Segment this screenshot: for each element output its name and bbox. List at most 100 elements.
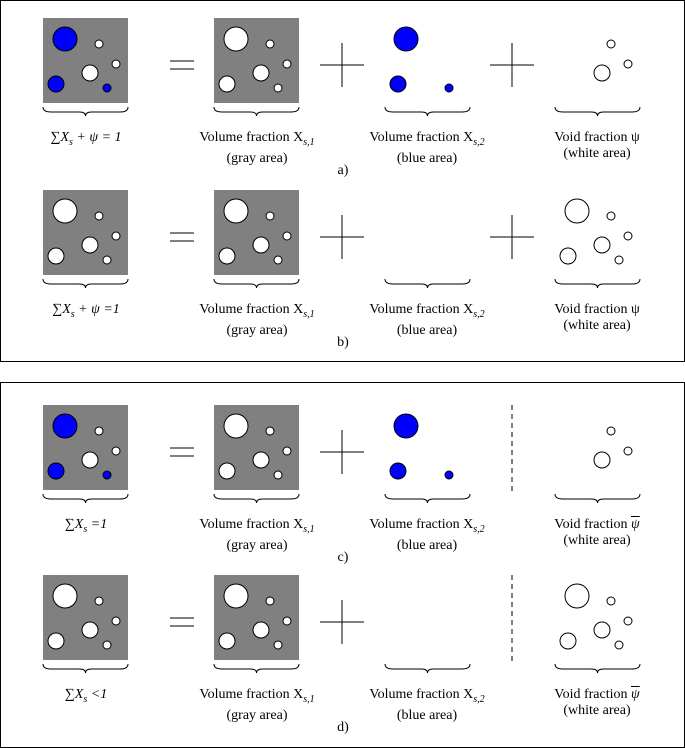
label-line1: Volume fraction Xs,1: [199, 517, 315, 535]
base-white-small-b: [102, 255, 112, 265]
blue-small-c: [444, 470, 454, 480]
label-3-d: Void fraction ψ(white area): [554, 687, 639, 719]
label-line2: (gray area): [226, 537, 288, 553]
void-large-b: [564, 198, 590, 224]
label-subscript: s,2: [473, 523, 485, 535]
label-line2: (white area): [563, 146, 631, 161]
panel-tag-d: d): [337, 720, 349, 735]
mid-pore-b-b: [252, 236, 270, 254]
base-pore-a-b: [94, 211, 104, 221]
mid-pore-medium-b: [218, 247, 236, 265]
mid-pore-small-a: [273, 83, 283, 93]
label-1-a: Volume fraction Xs,1(gray area): [199, 130, 314, 167]
mid-pore-small-c: [273, 470, 283, 480]
blue-medium-c: [389, 462, 407, 480]
blue-small-a: [444, 83, 454, 93]
label-line2: (blue area): [396, 322, 458, 338]
equation-rest: + ψ = 1: [72, 130, 122, 145]
equation-sum: ∑X: [64, 517, 84, 532]
mid-pore-b-c: [252, 451, 270, 469]
label-line1: Volume fraction Xs,2: [369, 687, 485, 705]
panel-tag-c: c): [337, 550, 349, 565]
equation-subscript: s: [83, 523, 88, 535]
equation-d: ∑Xs <1: [65, 687, 107, 705]
label-1-d: Volume fraction Xs,1(gray area): [199, 687, 314, 724]
base-pore-c-c: [111, 446, 121, 456]
void-small-b: [614, 255, 624, 265]
equation-c: ∑Xs =1: [65, 517, 107, 535]
mid-pore-a-a: [265, 39, 275, 49]
void-pore-a-b: [606, 211, 616, 221]
label-line2: (blue area): [396, 707, 458, 723]
label-line1: Volume fraction Xs,1: [199, 130, 315, 148]
equation-b: ∑Xs + ψ =1: [52, 302, 120, 320]
mid-pore-small-d: [273, 640, 283, 650]
void-pore-b-d: [593, 621, 611, 639]
mid-pore-c-d: [282, 616, 292, 626]
equation-subscript: s: [83, 693, 88, 705]
label-subscript: s,1: [303, 523, 315, 535]
label-subscript: s,2: [473, 693, 485, 705]
base-pore-b-b: [81, 236, 99, 254]
base-pore-c-d: [111, 616, 121, 626]
mid-pore-medium-d: [218, 632, 236, 650]
brace-blue-b: [384, 278, 471, 289]
label-3-b: Void fraction ψ(white area): [554, 302, 640, 334]
label-line1: Volume fraction Xs,2: [369, 130, 485, 148]
equation-sum: ∑X: [64, 687, 84, 702]
void-pore-b-c: [593, 451, 611, 469]
label-2-a: Volume fraction Xs,2 (blue area): [369, 130, 484, 167]
brace-mid-a: [213, 106, 300, 117]
void-pore-c-b: [623, 231, 633, 241]
label-3-c: Void fraction ψ(white area): [554, 517, 639, 549]
void-pore-c-a: [623, 59, 633, 69]
brace-base-b: [42, 278, 129, 289]
base-pore-b-d: [81, 621, 99, 639]
label-line2: (blue area): [396, 150, 458, 166]
base-blue-medium-a: [47, 75, 65, 93]
label-subscript: s,1: [303, 308, 315, 320]
void-pore-c-c: [623, 446, 633, 456]
base-white-large-b: [52, 198, 78, 224]
label-text: Void fraction: [554, 687, 632, 702]
label-line1: Void fraction ψ: [554, 302, 640, 317]
label-line2: (white area): [563, 533, 631, 548]
equation-subscript: s: [69, 136, 73, 148]
brace-mid-d: [213, 663, 300, 674]
brace-base-d: [42, 663, 129, 674]
base-white-medium-b: [47, 247, 65, 265]
brace-void-a: [554, 106, 641, 117]
label-line2: (blue area): [396, 537, 458, 553]
blue-medium-a: [389, 75, 407, 93]
blue-large-c: [393, 413, 419, 439]
label-text: Void fraction: [554, 517, 632, 532]
label-line1: Void fraction ψ: [554, 130, 640, 145]
base-blue-large-a: [52, 26, 78, 52]
equation-rest: + ψ =1: [74, 302, 120, 317]
label-line1: Volume fraction Xs,2: [369, 517, 485, 535]
brace-base-a: [42, 106, 129, 117]
equation-a: ∑Xs + ψ = 1: [50, 130, 121, 148]
label-line1: Volume fraction Xs,1: [199, 687, 315, 705]
label-subscript: s,2: [473, 136, 485, 148]
base-pore-b-c: [81, 451, 99, 469]
psi-bar-symbol: ψ: [631, 517, 640, 532]
base-blue-small-a: [102, 83, 112, 93]
equation-subscript: s: [70, 308, 75, 320]
mid-pore-b-d: [252, 621, 270, 639]
equation-rest: <1: [87, 687, 108, 702]
brace-void-b: [554, 278, 641, 289]
void-pore-a-c: [606, 426, 616, 436]
label-line2: (white area): [563, 703, 631, 718]
void-pore-a-d: [606, 596, 616, 606]
void-pore-b-a: [593, 64, 611, 82]
brace-base-c: [42, 493, 129, 504]
label-2-b: Volume fraction Xs,2(blue area): [369, 302, 484, 339]
void-pore-a-a: [606, 39, 616, 49]
panel-tag-a: a): [337, 163, 349, 178]
brace-void-d: [554, 663, 641, 674]
label-subscript: s,2: [473, 308, 485, 320]
label-line1: Void fraction ψ: [554, 687, 639, 703]
label-line1: Volume fraction Xs,1: [199, 302, 315, 320]
